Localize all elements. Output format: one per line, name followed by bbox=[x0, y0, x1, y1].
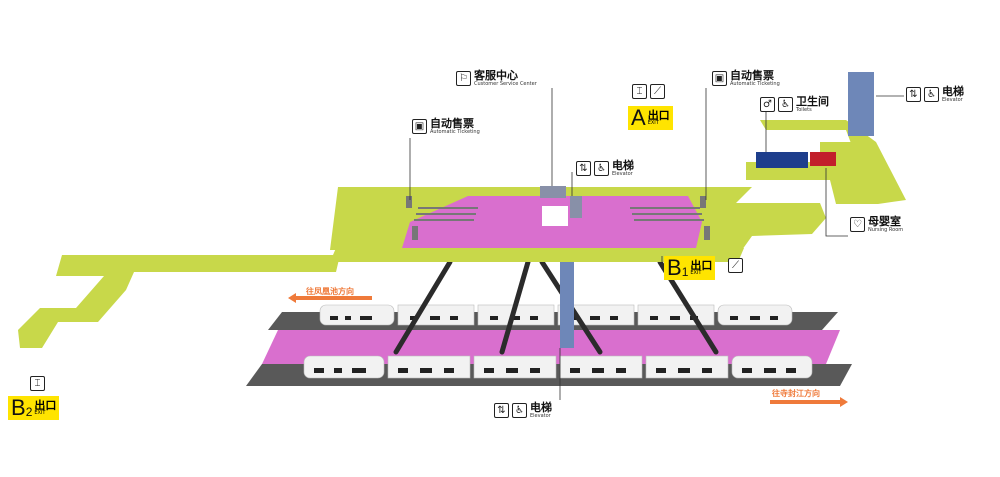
escalator-icon: ⟋ bbox=[728, 258, 743, 273]
customer-service-cn: 客服中心 bbox=[474, 69, 518, 82]
escalator-icon: ⟋ bbox=[650, 84, 665, 99]
concourse-east-upper bbox=[760, 120, 876, 146]
elevator-center-en: Elevator bbox=[612, 171, 633, 177]
stairs-icon: ⌶ bbox=[632, 84, 647, 99]
concourse-bottom-strip bbox=[330, 248, 744, 262]
exit-a-en: EXIT bbox=[647, 120, 659, 126]
direction-arrow-left bbox=[288, 293, 372, 303]
wheelchair-icon: ♿ bbox=[778, 97, 793, 112]
toilets-cn: 卫生间 bbox=[796, 95, 829, 108]
exit-b2-badge: B 2 出口 EXIT bbox=[8, 395, 60, 420]
exit-b1-cn: 出口 bbox=[690, 259, 713, 272]
concourse-corridor-left bbox=[18, 255, 340, 348]
exit-a-cn: 出口 bbox=[647, 109, 670, 122]
elevator-bottom-cn: 电梯 bbox=[530, 401, 552, 414]
platform-level bbox=[246, 304, 852, 386]
elevator-icon: ⇅ bbox=[576, 161, 591, 176]
elevator-right-label: ⇅ ♿ 电梯 Elevator bbox=[906, 86, 964, 103]
exit-b2-cn: 出口 bbox=[34, 399, 57, 412]
ticketing-right-label: ▣ 自动售票 Automatic Ticketing bbox=[712, 70, 780, 87]
customer-service-en: Customer Service Center bbox=[474, 81, 537, 87]
concourse-level bbox=[18, 72, 906, 348]
ticket-machine-icon: ▣ bbox=[412, 119, 427, 134]
exit-b1-en: EXIT bbox=[690, 270, 702, 276]
customer-service-label: ⚐ 客服中心 Customer Service Center bbox=[456, 70, 537, 87]
nursing-room-en: Nursing Room bbox=[868, 227, 904, 233]
elevator-bottom-label: ⇅ ♿ 电梯 Elevator bbox=[494, 402, 552, 419]
elevator-icon: ⇅ bbox=[906, 87, 921, 102]
toilets-en: Toilets bbox=[796, 107, 812, 113]
ticketing-right-cn: 自动售票 bbox=[730, 69, 774, 82]
ticketing-right-en: Automatic Ticketing bbox=[730, 81, 780, 87]
wheelchair-icon: ♿ bbox=[512, 403, 527, 418]
exit-a-badge: A 出口 EXIT bbox=[628, 106, 673, 130]
elevator-shaft-concourse bbox=[570, 196, 582, 218]
direction-right-label: 往寺封江方向 bbox=[772, 389, 820, 398]
nursing-room-icon: ♡ bbox=[850, 217, 865, 232]
toilet-block-blue bbox=[756, 152, 808, 168]
nursing-room-label: ♡ 母婴室 Nursing Room bbox=[850, 216, 903, 233]
leader-lines bbox=[409, 88, 904, 400]
exit-b1-letter: B bbox=[667, 255, 682, 280]
service-desk-icon: ⚐ bbox=[456, 71, 471, 86]
direction-left-label: 往凤凰池方向 bbox=[306, 287, 354, 296]
elevator-center-label: ⇅ ♿ 电梯 Elevator bbox=[576, 160, 634, 177]
elevator-right-cn: 电梯 bbox=[942, 85, 964, 98]
exit-a-icons: ⌶ ⟋ bbox=[632, 84, 665, 99]
nursing-block-red bbox=[810, 152, 836, 166]
exit-b1-badge: B 1 出口 EXIT bbox=[664, 255, 716, 280]
toilet-icon: ♂ bbox=[760, 97, 775, 112]
ticketing-left-label: ▣ 自动售票 Automatic Ticketing bbox=[412, 118, 480, 135]
nursing-room-cn: 母婴室 bbox=[868, 215, 901, 228]
exit-b2-num: 2 bbox=[25, 405, 33, 419]
elevator-bottom-en: Elevator bbox=[530, 413, 551, 419]
toilets-label: ♂ ♿ 卫生间 Toilets bbox=[760, 96, 829, 113]
elevator-center-cn: 电梯 bbox=[612, 159, 634, 172]
ticketing-left-cn: 自动售票 bbox=[430, 117, 474, 130]
direction-arrow-right bbox=[770, 397, 848, 407]
fare-gates bbox=[414, 207, 704, 221]
elevator-shaft-right bbox=[848, 72, 874, 136]
ticket-machine-icon: ▣ bbox=[712, 71, 727, 86]
stairs-icon: ⌶ bbox=[30, 376, 45, 391]
ticket-machines bbox=[406, 196, 710, 240]
service-kiosk bbox=[540, 186, 566, 198]
wheelchair-icon: ♿ bbox=[594, 161, 609, 176]
exit-a-letter: A bbox=[631, 105, 646, 130]
elevator-shaft-center bbox=[560, 262, 574, 348]
elevator-icon: ⇅ bbox=[494, 403, 509, 418]
exit-b2-en: EXIT bbox=[34, 410, 46, 416]
wheelchair-icon: ♿ bbox=[924, 87, 939, 102]
exit-b1-num: 1 bbox=[681, 265, 689, 279]
paid-area-opening bbox=[542, 206, 568, 226]
ticketing-left-en: Automatic Ticketing bbox=[430, 129, 480, 135]
exit-b2-letter: B bbox=[11, 395, 26, 420]
elevator-right-en: Elevator bbox=[942, 97, 963, 103]
